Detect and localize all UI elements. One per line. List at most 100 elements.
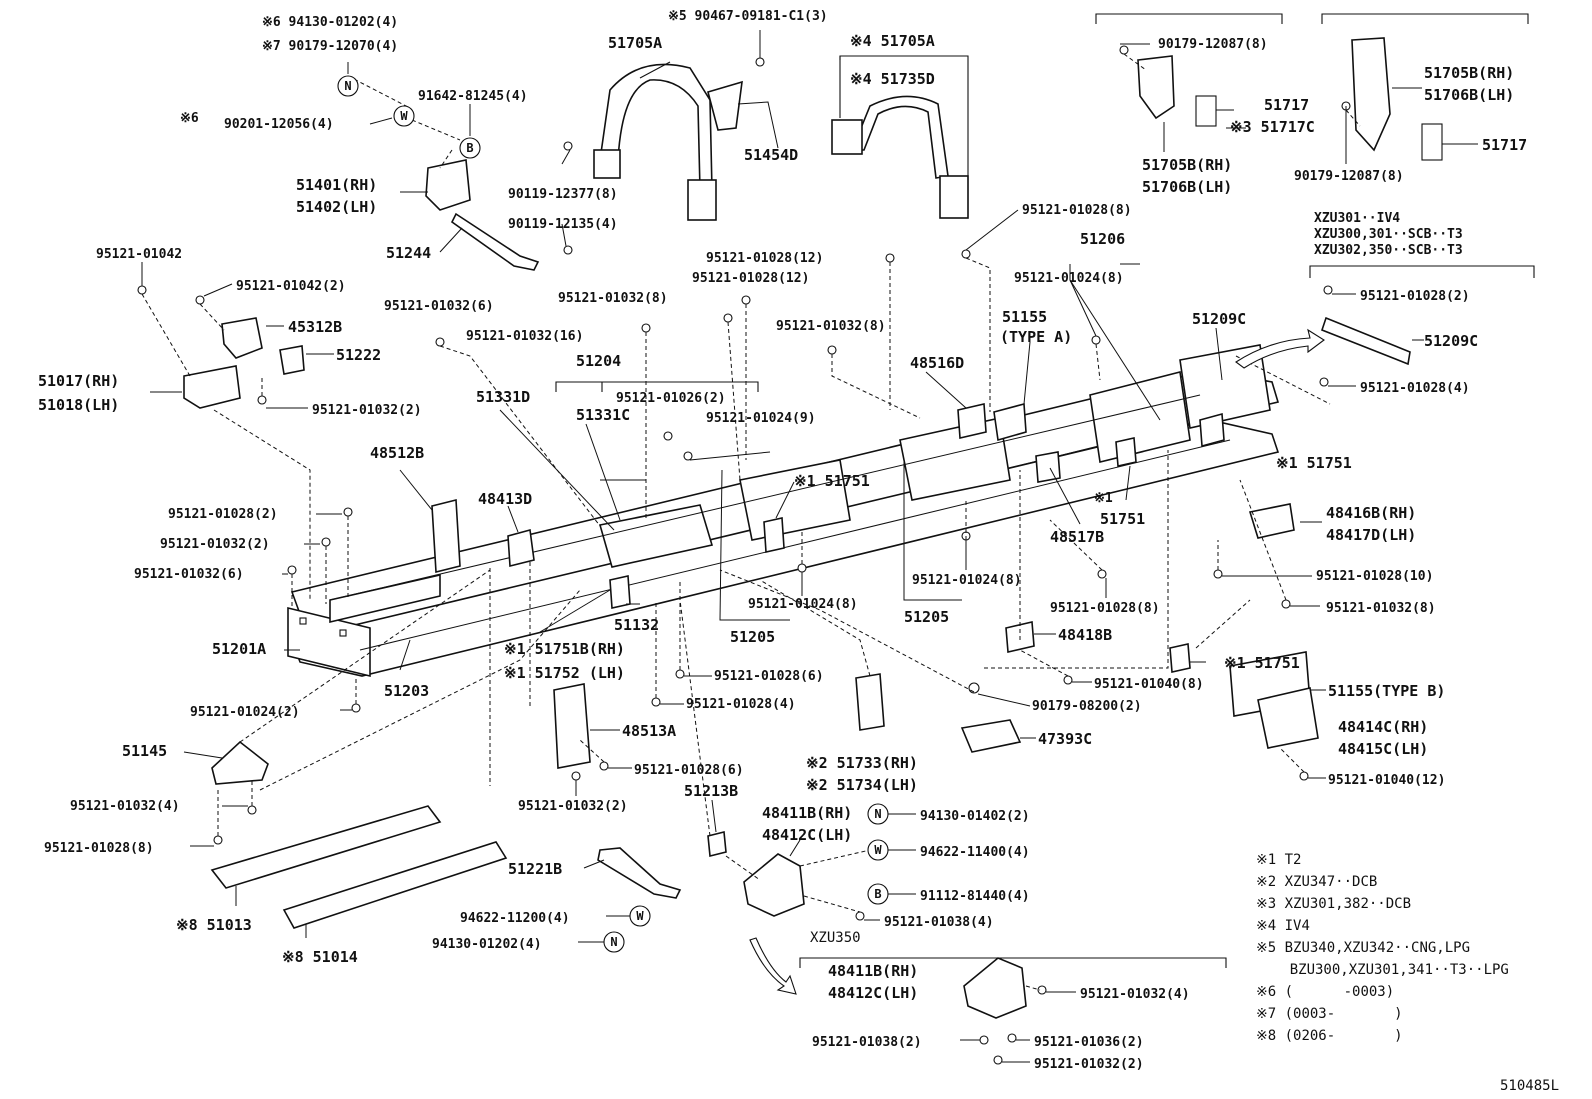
label-48417d: 48417D(LH) [1326, 526, 1416, 544]
plate-51717-mid [1195, 95, 1217, 127]
bracket-51751-c [1199, 412, 1225, 448]
bolt-90467-09181 [755, 57, 765, 67]
label-95121-01028-6-a: 95121-01028(6) [714, 669, 824, 684]
grouping-brackets [555, 13, 1535, 968]
label-51717-mid: 51717 [1264, 96, 1309, 114]
tag-w-bottom [629, 905, 651, 927]
label-48513a: 48513A [622, 722, 676, 740]
bolt-95121-01036-2 [1007, 1033, 1017, 1043]
label-51705b-rh-right: 51705B(RH) [1424, 64, 1514, 82]
bolt-95121-01028-2b [343, 507, 353, 517]
label-95121-01028-4-r: 95121-01028(4) [1360, 381, 1470, 396]
tag-n-top-text: N [344, 79, 351, 93]
front-crossmember-hole [299, 617, 307, 625]
bolt-95121-01028-8 [961, 249, 971, 259]
label-51752: ※1 51752 (LH) [504, 664, 625, 682]
label-95121-01040-8: 95121-01040(8) [1094, 677, 1204, 692]
bolt-95121-01026-2 [663, 431, 673, 441]
bracket-48517b [1035, 451, 1061, 483]
bracket-48413d [507, 528, 535, 568]
label-48418b: 48418B [1058, 626, 1112, 644]
label-95121-01042-2: 95121-01042(2) [236, 279, 346, 294]
label-95121-01028-8-l: 95121-01028(8) [44, 841, 154, 856]
note-7: ※7 (0003- ) [1256, 1006, 1403, 1022]
label-51751-b: 51751 [1100, 510, 1145, 528]
label-95121-01032-6-l: 95121-01032(6) [134, 567, 244, 582]
label-51222: 51222 [336, 346, 381, 364]
bolt-95121-01028-10 [1213, 569, 1223, 579]
bolt-95121-01032-8b [827, 345, 837, 355]
label-90119-12377: 90119-12377(8) [508, 187, 618, 202]
bracket-48411b [743, 853, 805, 917]
tag-n-lower-text: N [874, 807, 881, 821]
bolt-95121-01028-8b [1097, 569, 1107, 579]
label-xzu301-iv4: XZU301··IV4 [1314, 211, 1400, 226]
label-48412c-xzu350: 48412C(LH) [828, 984, 918, 1002]
tag-w-lower [867, 839, 889, 861]
label-51132: 51132 [614, 616, 659, 634]
front-crossmember-hole [339, 629, 347, 637]
bolt-95121-01028-6 [675, 669, 685, 679]
crossmember-51331 [598, 504, 714, 568]
label-95121-01032-6-a: 95121-01032(6) [384, 299, 494, 314]
label-51735d: ※4 51735D [850, 70, 935, 88]
label-51705a: 51705A [608, 34, 662, 52]
label-51204: 51204 [576, 352, 621, 370]
label-95121-01032-4-b: 95121-01032(4) [1080, 987, 1190, 1002]
bolt-95121-01042-2 [195, 295, 205, 305]
label-95121-01026-2: 95121-01026(2) [616, 391, 726, 406]
bar-51209c [1321, 316, 1411, 366]
label-95121-01032-16: 95121-01032(16) [466, 329, 583, 344]
bracket-48512b [431, 498, 461, 574]
label-48411b: 48411B(RH) [762, 804, 852, 822]
label-note6-marker: ※6 [180, 111, 199, 126]
note-6: ※6 ( -0003) [1256, 984, 1394, 1000]
tag-b-lower [867, 883, 889, 905]
bolt-95121-01028-2 [1323, 285, 1333, 295]
note-5b: BZU300,XZU301,341··T3··LPG [1256, 962, 1509, 978]
label-91112-81440: 91112-81440(4) [920, 889, 1030, 904]
label-51017: 51017(RH) [38, 372, 119, 390]
label-95121-01024-8-m: 95121-01024(8) [912, 573, 1022, 588]
bolt-95121-01024-9 [683, 451, 693, 461]
bolt-95121-01040-8 [1063, 675, 1073, 685]
label-91642-81245: 91642-81245(4) [418, 89, 528, 104]
crossmember-51205-a [739, 459, 851, 541]
bolt-95121-01038-4 [855, 911, 865, 921]
roll-bar-51735d-bracket [831, 119, 863, 155]
label-51454d: 51454D [744, 146, 798, 164]
tag-w-top [393, 105, 415, 127]
plate-51145 [211, 740, 269, 785]
bracket-51222 [279, 345, 305, 375]
bolt-90179-12087 [1119, 45, 1129, 55]
label-95121-01028-12-b: 95121-01028(12) [692, 271, 809, 286]
label-51205-a: 51205 [730, 628, 775, 646]
crossmember-51203 [329, 573, 441, 624]
label-51401: 51401(RH) [296, 176, 377, 194]
arrow-xzu350 [749, 937, 797, 995]
label-51209c-bar: 51209C [1424, 332, 1478, 350]
label-95121-01032-8-b: 95121-01032(8) [776, 319, 886, 334]
bolt-95121-01032-6 [435, 337, 445, 347]
label-95121-01038-2: 95121-01038(2) [812, 1035, 922, 1050]
label-95121-01028-4: 95121-01028(4) [686, 697, 796, 712]
label-90467-09181: ※5 90467-09181-C1(3) [668, 9, 828, 24]
label-51751-right: ※1 51751 [1276, 454, 1352, 472]
circle-tags: N W B N W B W N [337, 75, 889, 953]
bolt-95121-01028-4 [1319, 377, 1329, 387]
footnotes: ※1 T2 ※2 XZU347··DCB ※3 XZU301,382··DCB … [1256, 852, 1559, 1094]
note-4: ※4 IV4 [1256, 918, 1310, 934]
bracket-51155-type-a [993, 402, 1027, 442]
label-51244: 51244 [386, 244, 431, 262]
label-51705a-iv4: ※4 51705A [850, 32, 935, 50]
label-51213b: 51213B [684, 782, 738, 800]
bolt-95121-01032-4 [247, 805, 257, 815]
label-51706b-lh-right: 51706B(LH) [1424, 86, 1514, 104]
label-90179-12087-right: 90179-12087(8) [1294, 169, 1404, 184]
label-48416b: 48416B(RH) [1326, 504, 1416, 522]
rail-51013 [210, 805, 442, 889]
bracket-51733 [855, 673, 885, 731]
bolt-95121-01032-2c [571, 771, 581, 781]
label-95121-01028-8-top: 95121-01028(8) [1022, 203, 1132, 218]
label-51751-mid: ※1 51751 [794, 472, 870, 490]
